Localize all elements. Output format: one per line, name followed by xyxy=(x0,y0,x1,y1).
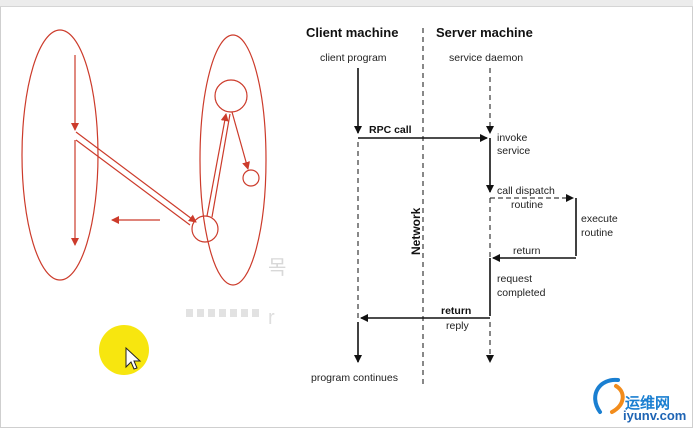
inner-return-label: return xyxy=(513,245,541,257)
watermark-text: 运维网 xyxy=(625,395,671,412)
watermark-logo-icon xyxy=(593,377,625,414)
request-label: request xyxy=(497,273,532,285)
outer-return-label: return xyxy=(441,305,471,317)
call-dispatch-label: call dispatch xyxy=(497,185,555,197)
program-continues-label: program continues xyxy=(311,372,398,384)
reply-label: reply xyxy=(446,320,470,332)
completed-label: completed xyxy=(497,287,546,299)
routine-label-1: routine xyxy=(511,199,543,211)
dispatch-circle xyxy=(191,215,219,243)
mouse-cursor-icon xyxy=(125,346,142,370)
invoke-label: invoke xyxy=(497,132,528,144)
server-circle-large xyxy=(214,79,248,113)
watermark: 运维网 iyunv.com xyxy=(587,386,689,426)
faint-glyph: 목 xyxy=(268,257,286,279)
watermark-site: iyunv.com xyxy=(623,408,687,423)
right-sketch-ellipse xyxy=(199,34,267,286)
diagonal-call-line-2 xyxy=(75,139,191,226)
annotation-sketch: 목 r xyxy=(21,29,286,329)
up-arrow-a xyxy=(206,113,229,217)
routine-label-2: routine xyxy=(581,227,613,239)
diagonal-call-line xyxy=(75,131,197,223)
left-sketch-ellipse xyxy=(21,29,99,281)
service-label: service xyxy=(497,145,530,157)
up-arrow-b xyxy=(211,113,231,218)
network-label: Network xyxy=(409,207,423,255)
rpc-call-label: RPC call xyxy=(369,124,412,136)
client-header: Client machine xyxy=(306,25,398,40)
routine-circle xyxy=(242,169,260,187)
server-header: Server machine xyxy=(436,25,533,40)
faint-glyph-2: r xyxy=(268,307,275,329)
rpc-diagram: Client machine Server machine client pro… xyxy=(306,25,618,384)
execute-label: execute xyxy=(581,213,618,225)
client-program-label: client program xyxy=(320,52,387,64)
service-daemon-label: service daemon xyxy=(449,52,523,64)
window-top-bar xyxy=(0,0,693,7)
cursor-highlight xyxy=(99,325,149,375)
routine-arrow xyxy=(231,111,250,170)
